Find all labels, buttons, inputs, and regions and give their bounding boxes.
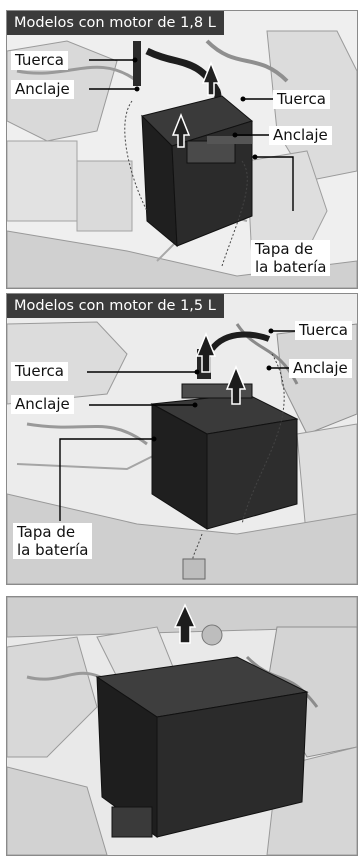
panel-battery-removal <box>6 596 358 856</box>
panel-1-8l-engine: Modelos con motor de 1,8 L Tuerca Anclaj… <box>6 10 358 289</box>
label-nut-left: Tuerca <box>11 51 68 70</box>
label-battery-cover-line-2: la batería <box>255 258 327 276</box>
label-anchor-left: Anclaje <box>11 395 74 414</box>
label-battery-cover-line-1: Tapa de <box>17 523 76 541</box>
label-nut-right: Tuerca <box>273 90 330 109</box>
engine-bay-illustration-1-5l <box>7 294 357 584</box>
label-battery-cover-line-1: Tapa de <box>255 240 314 258</box>
panel-title: Modelos con motor de 1,8 L <box>7 11 224 35</box>
panel-1-5l-engine: Modelos con motor de 1,5 L Tuerca Anclaj… <box>6 293 358 585</box>
label-anchor-right: Anclaje <box>289 359 352 378</box>
label-nut-left: Tuerca <box>11 362 68 381</box>
label-nut-right: Tuerca <box>295 321 352 340</box>
label-battery-cover: Tapa de la batería <box>13 523 93 559</box>
label-battery-cover-line-2: la batería <box>17 541 89 559</box>
label-anchor-left: Anclaje <box>11 80 74 99</box>
label-battery-cover: Tapa de la batería <box>251 240 331 276</box>
panel-title: Modelos con motor de 1,5 L <box>7 294 224 318</box>
label-anchor-right: Anclaje <box>269 126 332 145</box>
battery-lift-illustration <box>7 597 357 855</box>
